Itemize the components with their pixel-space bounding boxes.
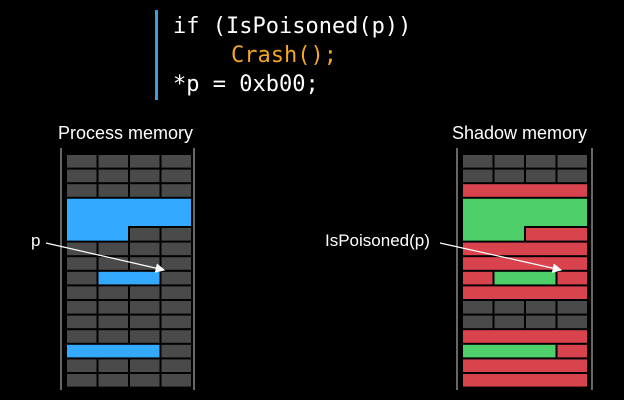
process-memory-cell [98,359,128,372]
allocated-block-small [98,271,160,285]
process-memory-cell [98,155,128,168]
process-memory-cell [130,359,160,372]
pointer-p-arrow [45,242,166,273]
ispoisoned-arrow [439,242,563,273]
code-line-store: *p = 0xb00; [173,72,319,97]
process-memory-cell [67,184,97,197]
shadow-memory-cell [463,169,493,183]
code-line-condition: if (IsPoisoned(p)) [173,14,412,39]
ispoisoned-label: IsPoisoned(p) [325,231,430,250]
process-memory-cell [130,242,160,256]
shadow-memory-cell [494,315,524,329]
shadow-memory-cell [557,301,587,314]
addressable-shadow-block [463,198,587,241]
poisoned-shadow-cell [557,271,587,285]
process-memory-cell [161,374,191,387]
shadow-memory-cell [463,155,493,168]
process-memory-cell [98,184,128,197]
allocated-block-large [67,198,191,241]
process-memory-cell [67,301,97,314]
shadow-memory-cell [557,169,587,183]
process-memory-cell [161,286,191,299]
process-memory-cell [130,169,160,183]
process-memory-cell [67,169,97,183]
poisoned-shadow-row [463,242,587,256]
addressable-shadow-block-bottom [463,344,556,358]
process-memory-cell [161,169,191,183]
code-accent-bar [155,10,158,100]
shadow-memory-cell [526,169,556,183]
process-memory-cell [67,271,97,285]
poisoned-shadow-cell [557,344,587,358]
poisoned-shadow-notch [526,228,587,241]
process-memory-cell [161,359,191,372]
process-memory-cell [98,330,128,343]
shadow-memory-cell [526,155,556,168]
allocated-block-bottom [67,344,160,358]
poisoned-shadow-row [463,184,587,197]
shadow-memory-cell [463,301,493,314]
shadow-memory-cell [494,301,524,314]
process-memory-cell [161,155,191,168]
poisoned-shadow-row [463,257,587,270]
shadow-memory-cell [557,315,587,329]
process-memory-cell [130,315,160,329]
process-memory-cell [67,359,97,372]
process-memory-cell [67,286,97,299]
poisoned-shadow-row [463,286,587,299]
shadow-memory-title: Shadow memory [452,123,588,143]
process-memory-cell [98,301,128,314]
process-memory-cell [98,374,128,387]
process-memory-cell [98,242,128,256]
process-memory-cell [130,155,160,168]
code-line-crash: Crash(); [231,43,337,68]
process-memory-cell [98,169,128,183]
process-memory-cell [98,257,128,270]
poisoned-shadow-row [463,330,587,343]
process-memory-cell [130,374,160,387]
process-memory-cell [130,257,160,270]
process-memory-cell [130,301,160,314]
code-snippet: if (IsPoisoned(p)) Crash(); *p = 0xb00; [155,10,475,102]
process-memory-cell [161,271,191,285]
process-memory-cell [161,330,191,343]
poisoned-shadow-cell [463,271,493,285]
shadow-memory-cell [463,315,493,329]
process-memory-cell [130,228,160,241]
process-memory-cell [161,344,191,358]
process-memory-cell [161,184,191,197]
process-memory-cell [130,184,160,197]
process-memory-cell [67,242,97,256]
process-memory-cell [130,330,160,343]
process-memory-cell [67,374,97,387]
process-memory-cell [130,286,160,299]
process-memory-cell [161,257,191,270]
addressable-shadow-cell [494,271,556,285]
poisoned-shadow-row [463,374,587,387]
pointer-p-label: p [31,231,41,250]
process-memory-cell [98,315,128,329]
process-memory-cell [67,257,97,270]
process-memory-cell [67,315,97,329]
process-memory-cell [161,242,191,256]
poisoned-shadow-row [463,359,587,372]
process-memory-cell [98,286,128,299]
process-memory-cell [161,228,191,241]
process-memory-cell [67,330,97,343]
shadow-memory-cell [494,155,524,168]
shadow-memory-cell [494,169,524,183]
shadow-memory-cell [526,301,556,314]
shadow-memory-cell [557,155,587,168]
process-memory-cell [67,155,97,168]
process-memory-cell [161,301,191,314]
process-memory-title: Process memory [58,123,194,143]
shadow-memory-cell [526,315,556,329]
process-memory-cell [161,315,191,329]
